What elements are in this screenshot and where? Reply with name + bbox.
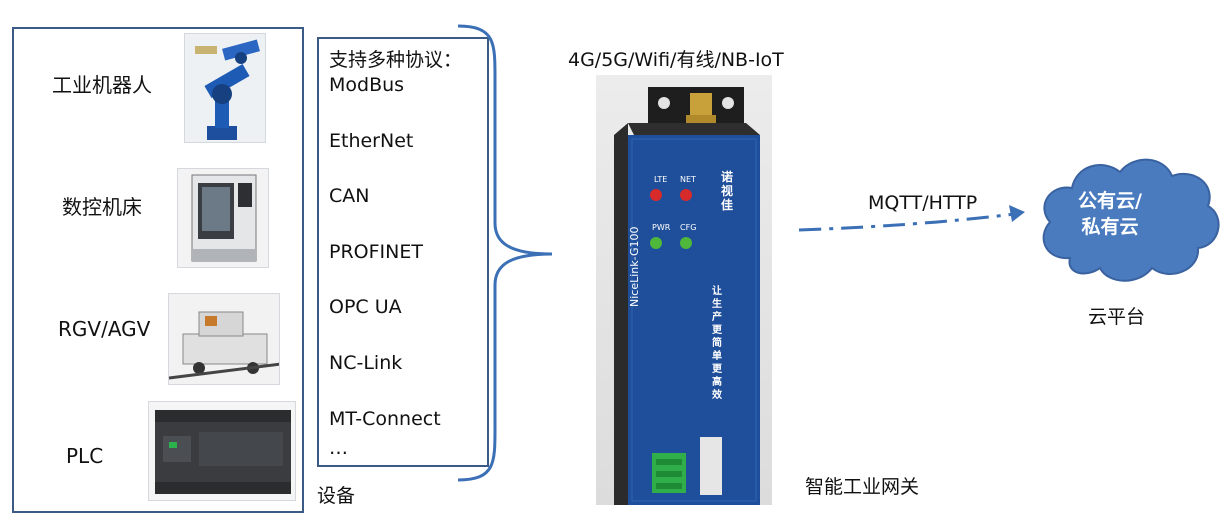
protocol-item: PROFINET	[329, 241, 423, 263]
device-label-cnc: 数控机床	[62, 195, 142, 219]
protocol-list-box: 支持多种协议： ModBus EtherNet CAN PROFINET OPC…	[317, 37, 489, 467]
protocol-link-label: MQTT/HTTP	[868, 192, 978, 214]
gateway-device-image: LTE NET PWR CFG 诺视佳 NiceLink-G100 让生产更简单…	[596, 75, 772, 505]
network-types-label: 4G/5G/Wifi/有线/NB-IoT	[568, 49, 784, 71]
gateway-model-text: NiceLink-G100	[628, 226, 641, 307]
protocol-item: MT-Connect	[329, 408, 441, 430]
brace-connector	[457, 24, 553, 482]
device-label-robot: 工业机器人	[52, 73, 152, 97]
protocol-item: CAN	[329, 185, 370, 207]
device-group-box: 工业机器人 数控机床 RGV/AGV	[12, 27, 304, 513]
gateway-brand-text: 诺视佳	[721, 170, 734, 212]
led-label-net: NET	[680, 175, 696, 184]
agv-vehicle-image	[168, 293, 280, 385]
device-label-plc: PLC	[66, 444, 104, 468]
protocol-item: EtherNet	[329, 130, 414, 152]
devices-caption: 设备	[317, 485, 356, 507]
protocol-item: ModBus	[329, 74, 405, 96]
protocol-title: 支持多种协议：	[329, 49, 463, 71]
mqtt-dashed-arrow	[798, 205, 1025, 232]
protocol-item: NC-Link	[329, 352, 403, 374]
led-label-pwr: PWR	[652, 223, 671, 232]
cloud-caption: 云平台	[1088, 306, 1146, 328]
gateway-slogan-text: 让生产更简单更高效	[712, 286, 722, 401]
plc-image	[148, 401, 296, 501]
protocol-item: …	[329, 437, 348, 459]
gateway-caption: 智能工业网关	[805, 476, 920, 498]
led-label-cfg: CFG	[680, 223, 697, 232]
cloud-shape	[1042, 158, 1220, 282]
industrial-robot-image	[184, 33, 266, 143]
cloud-text-line2: 私有云	[1081, 216, 1139, 238]
device-label-agv: RGV/AGV	[58, 317, 151, 341]
protocol-item: OPC UA	[329, 296, 402, 318]
cnc-machine-image	[177, 168, 269, 268]
cloud-text-line1: 公有云/	[1078, 190, 1142, 212]
led-label-lte: LTE	[654, 175, 668, 184]
